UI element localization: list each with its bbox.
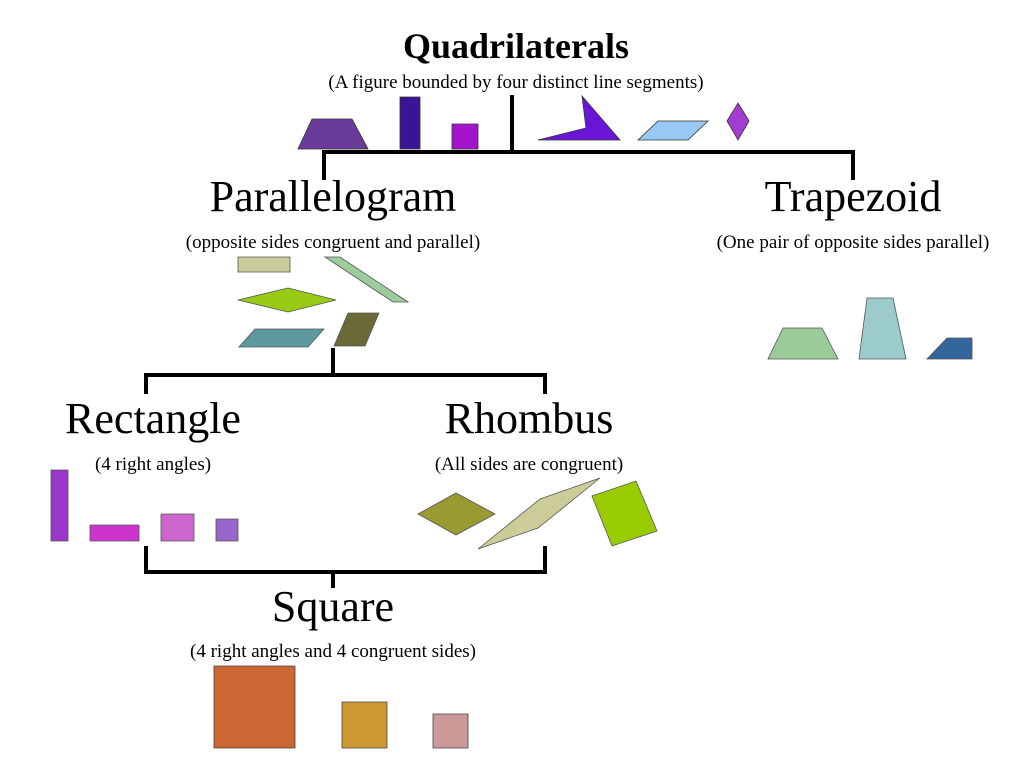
rectangle-shape [399,96,421,150]
connector-parallelogram [144,348,547,394]
square-title: Square [271,582,395,631]
rectangle-shape [160,513,195,542]
rhombus-shape [726,102,750,141]
rhombus-shape [417,492,496,536]
square-shape [432,713,469,749]
rectangle-shape [237,256,291,273]
rectangle-subtitle: (4 right angles) [94,454,212,475]
root-title: Quadrilaterals [403,26,629,66]
connector-square [144,546,547,588]
trapezoid-shape [767,327,839,360]
square-shape [451,123,479,150]
rhombus-subtitle: (All sides are congruent) [434,454,624,475]
square-shape [591,480,658,547]
parallelogram-shape [636,120,710,141]
slanted-parallelogram-shape [323,256,410,303]
rhombus-shape [237,287,337,313]
parallelogram-title: Parallelogram [209,172,457,221]
parallelogram-shape [238,328,325,348]
rhombus-title: Rhombus [444,394,614,443]
square-examples [213,665,469,749]
root-subtitle: (A figure bounded by four distinct line … [328,72,704,93]
trapezoid-shape [926,337,973,360]
rectangle-shape [50,469,69,542]
rectangle-shape [215,518,239,542]
rhombus-shape [477,477,601,550]
rhombus-shape [333,312,380,347]
rectangle-shape [89,524,140,542]
trapezoid-shape [297,118,369,150]
trapezoid-shape [858,297,907,360]
square-subtitle: (4 right angles and 4 congruent sides) [190,641,476,662]
square-shape [341,701,388,749]
square-shape [213,665,296,749]
kite-shape [537,94,621,141]
quadrilateral-examples [297,94,750,150]
connectors [144,95,855,588]
rhombus-examples [417,477,658,550]
rectangle-examples [50,469,239,542]
trapezoid-subtitle: (One pair of opposite sides parallel) [716,232,990,253]
trapezoid-title: Trapezoid [764,172,942,221]
parallelogram-subtitle: (opposite sides congruent and parallel) [185,232,481,253]
parallelogram-examples [237,256,410,348]
connector-root [322,95,855,180]
trapezoid-examples [767,297,973,360]
rectangle-title: Rectangle [65,394,241,443]
